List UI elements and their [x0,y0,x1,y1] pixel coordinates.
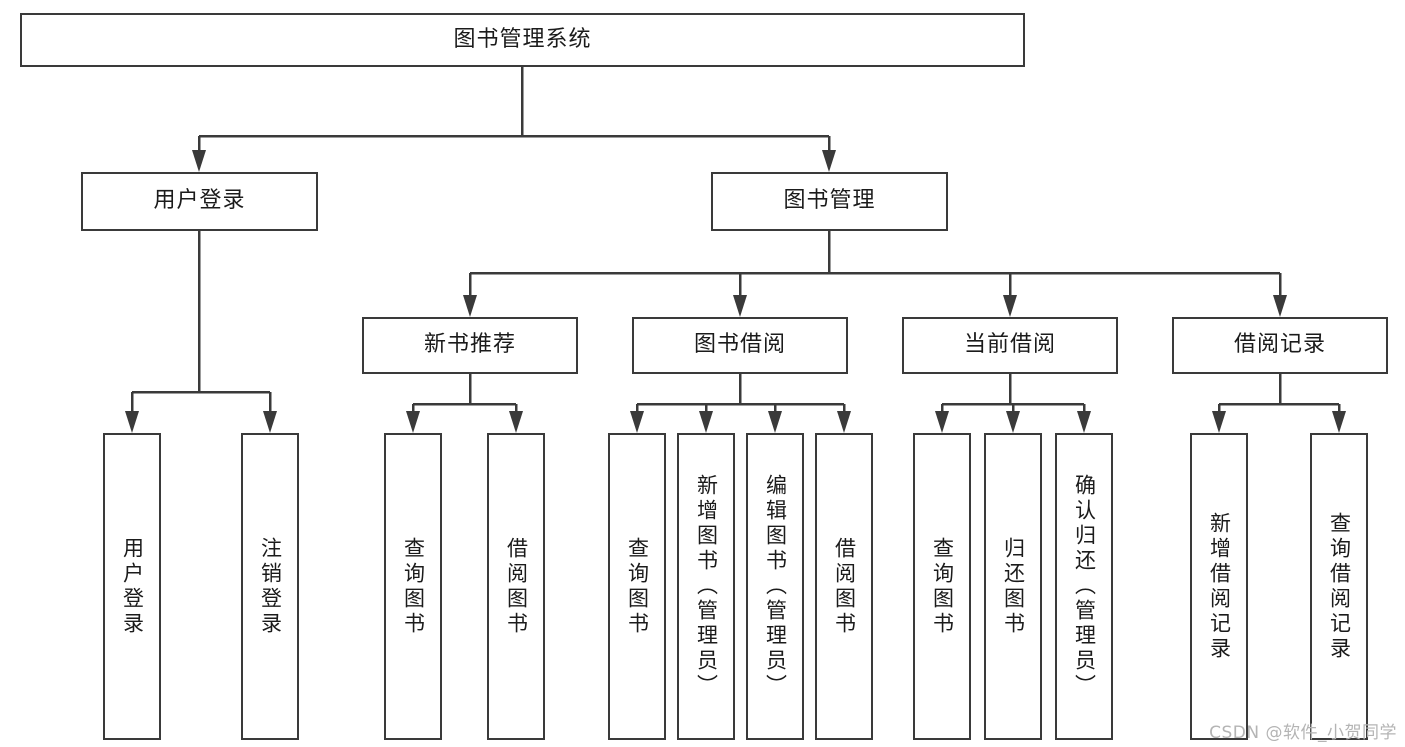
arrowhead-icon [1212,411,1226,433]
node-leaf-rec-query[interactable]: 查询图书 [384,433,442,740]
node-label: 借阅图书 [504,536,529,637]
node-leaf-cb-confirm[interactable]: 确认归还（管理员） [1055,433,1113,740]
node-leaf-bb-edit[interactable]: 编辑图书（管理员） [746,433,804,740]
node-user-login[interactable]: 用户登录 [81,172,318,231]
node-label: 查询图书 [625,536,650,637]
node-label: 查询图书 [930,536,955,637]
node-label: 图书管理系统 [453,26,592,52]
arrowhead-icon [1273,295,1287,317]
node-label: 新增图书（管理员） [694,474,719,699]
arrowhead-icon [699,411,713,433]
arrowhead-icon [935,411,949,433]
arrowhead-icon [1006,411,1020,433]
node-label: 用户登录 [153,188,246,214]
node-label: 确认归还（管理员） [1072,474,1097,699]
node-leaf-bb-borrow[interactable]: 借阅图书 [815,433,873,740]
node-label: 图书借阅 [693,332,786,358]
node-leaf-rec-borrow[interactable]: 借阅图书 [487,433,545,740]
arrowhead-icon [125,411,139,433]
arrowhead-icon [630,411,644,433]
arrowhead-icon [1332,411,1346,433]
node-leaf-br-query[interactable]: 查询借阅记录 [1310,433,1368,740]
arrowhead-icon [192,150,206,172]
node-label: 图书管理 [783,188,876,214]
node-book-manage[interactable]: 图书管理 [711,172,948,231]
node-label: 当前借阅 [963,332,1056,358]
node-label: 查询借阅记录 [1327,511,1352,662]
arrowhead-icon [509,411,523,433]
node-label: 新增借阅记录 [1207,511,1232,662]
node-label: 借阅图书 [832,536,857,637]
node-leaf-user-login[interactable]: 用户登录 [103,433,161,740]
node-label: 借阅记录 [1233,332,1326,358]
node-root[interactable]: 图书管理系统 [20,13,1025,67]
arrowhead-icon [406,411,420,433]
node-current-borrow[interactable]: 当前借阅 [902,317,1118,374]
node-label: 用户登录 [120,536,145,637]
arrowhead-icon [837,411,851,433]
node-leaf-cb-return[interactable]: 归还图书 [984,433,1042,740]
csdn-watermark: CSDN @软件_小贺同学 [1209,723,1397,743]
node-leaf-br-add[interactable]: 新增借阅记录 [1190,433,1248,740]
arrowhead-icon [768,411,782,433]
arrowhead-icon [263,411,277,433]
node-new-book-rec[interactable]: 新书推荐 [362,317,578,374]
arrowhead-icon [1003,295,1017,317]
node-book-borrow[interactable]: 图书借阅 [632,317,848,374]
arrowhead-icon [1077,411,1091,433]
node-leaf-bb-query[interactable]: 查询图书 [608,433,666,740]
node-borrow-records[interactable]: 借阅记录 [1172,317,1388,374]
arrowhead-icon [733,295,747,317]
node-leaf-user-logout[interactable]: 注销登录 [241,433,299,740]
node-label: 归还图书 [1001,536,1026,637]
node-label: 注销登录 [258,536,283,637]
node-label: 查询图书 [401,536,426,637]
node-label: 新书推荐 [423,332,516,358]
arrowhead-icon [463,295,477,317]
node-label: 编辑图书（管理员） [763,474,788,699]
node-leaf-bb-add[interactable]: 新增图书（管理员） [677,433,735,740]
arrowhead-icon [822,150,836,172]
node-leaf-cb-query[interactable]: 查询图书 [913,433,971,740]
